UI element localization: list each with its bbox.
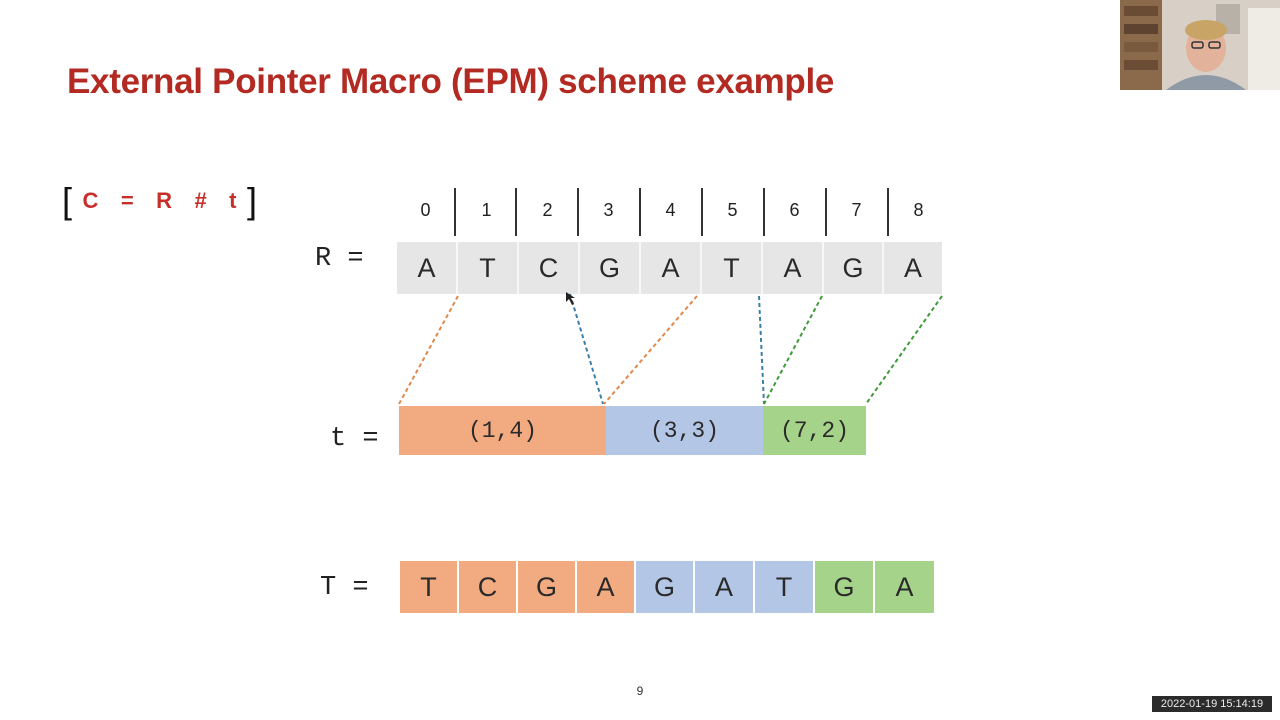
slide-title: External Pointer Macro (EPM) scheme exam…	[67, 62, 835, 101]
r-cell: A	[884, 242, 942, 294]
big-t-cell: G	[815, 561, 875, 613]
big-t-cell: A	[577, 561, 636, 613]
index-label: 5	[727, 200, 738, 220]
index-separator	[639, 188, 641, 236]
index-label: 4	[665, 200, 676, 220]
connector-line	[763, 295, 823, 405]
connector-line	[865, 295, 943, 405]
index-separator	[577, 188, 579, 236]
index-label: 1	[481, 200, 492, 220]
index-label: 8	[913, 200, 924, 220]
formula-token: =	[120, 188, 134, 213]
formula-token: #	[194, 188, 207, 213]
big-t-cell: T	[755, 561, 815, 613]
t-pair-text: (1,4)	[467, 417, 537, 444]
connector-line	[758, 295, 765, 405]
big-t-label: T =	[320, 573, 369, 603]
cursor-arrow-icon	[566, 292, 575, 305]
big-t-cell: T	[400, 561, 459, 613]
formula-token: R	[156, 188, 173, 213]
t-pair-cell: (3,3)	[606, 406, 763, 455]
r-cell: A	[397, 242, 458, 294]
formula-close-bracket: ]	[246, 180, 257, 221]
presenter-webcam	[1120, 0, 1280, 90]
index-separator	[701, 188, 703, 236]
formula-open-bracket: [	[62, 180, 73, 221]
big-t-cell: G	[518, 561, 577, 613]
big-t-cell: A	[875, 561, 934, 613]
index-label: 3	[603, 200, 614, 220]
t-pair-cell: (7,2)	[763, 406, 866, 455]
index-separator	[763, 188, 765, 236]
page-number: 9	[636, 684, 644, 698]
r-label: R =	[315, 244, 364, 274]
formula: [ C = R # t ]	[62, 180, 257, 222]
r-cell: A	[763, 242, 824, 294]
index-label: 6	[789, 200, 800, 220]
r-cell: A	[641, 242, 702, 294]
r-cell: T	[458, 242, 519, 294]
index-label: 0	[420, 200, 431, 220]
t-pair-text: (7,2)	[779, 417, 849, 444]
index-label: 2	[542, 200, 553, 220]
t-pair-text: (3,3)	[649, 417, 719, 444]
index-label: 7	[851, 200, 862, 220]
formula-token: t	[229, 188, 237, 213]
t-label: t =	[330, 424, 379, 454]
index-separator	[515, 188, 517, 236]
connector-line	[603, 295, 698, 405]
r-cell: G	[824, 242, 884, 294]
t-pair-cell: (1,4)	[399, 406, 606, 455]
video-timestamp: 2022-01-19 15:14:19	[1152, 696, 1272, 712]
r-cell: G	[580, 242, 641, 294]
r-cell: C	[519, 242, 580, 294]
index-separator	[887, 188, 889, 236]
index-separator	[454, 188, 456, 236]
presenter-video-image	[1120, 0, 1280, 90]
connector-line	[569, 293, 604, 405]
big-t-cell: G	[636, 561, 695, 613]
r-cell: T	[702, 242, 763, 294]
index-separator	[825, 188, 827, 236]
connector-line	[398, 295, 459, 405]
big-t-cell: C	[459, 561, 518, 613]
big-t-cell: A	[695, 561, 755, 613]
formula-token: C	[82, 188, 99, 213]
